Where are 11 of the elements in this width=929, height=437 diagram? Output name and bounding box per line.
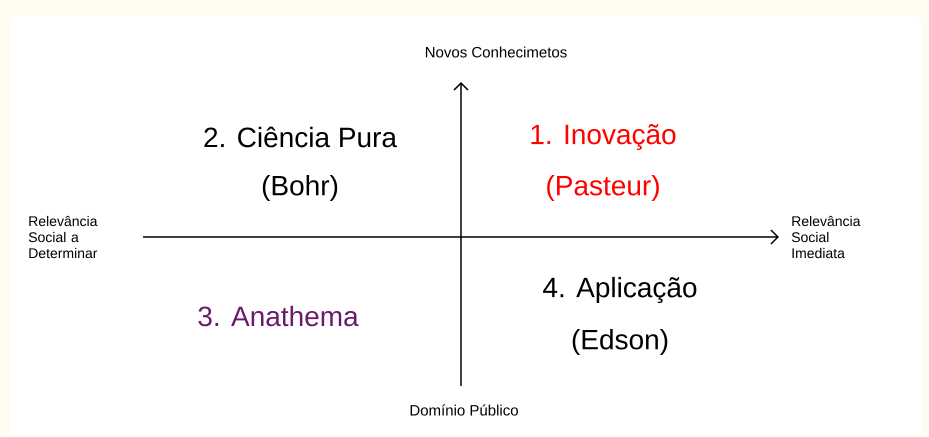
- axis-label: Novos Conhecimetos: [426, 46, 567, 58]
- quadrant-title: 3. Anathema: [198, 306, 359, 326]
- axis-label: Relevância Social a Determinar: [28, 216, 98, 258]
- quadrant-title: 1. Inovação: [531, 124, 676, 150]
- quadrant-title: 4. Aplicação: [543, 276, 696, 304]
- axis-label: Relevância Social Imediata: [792, 216, 860, 258]
- axis-label: Domínio Público: [410, 404, 518, 416]
- quadrant-example: (Pasteur): [547, 174, 659, 202]
- quadrant-title: 2. Ciência Pura: [204, 126, 397, 148]
- quadrant-example: (Edson): [572, 328, 668, 356]
- quadrant-example: (Bohr): [262, 174, 338, 202]
